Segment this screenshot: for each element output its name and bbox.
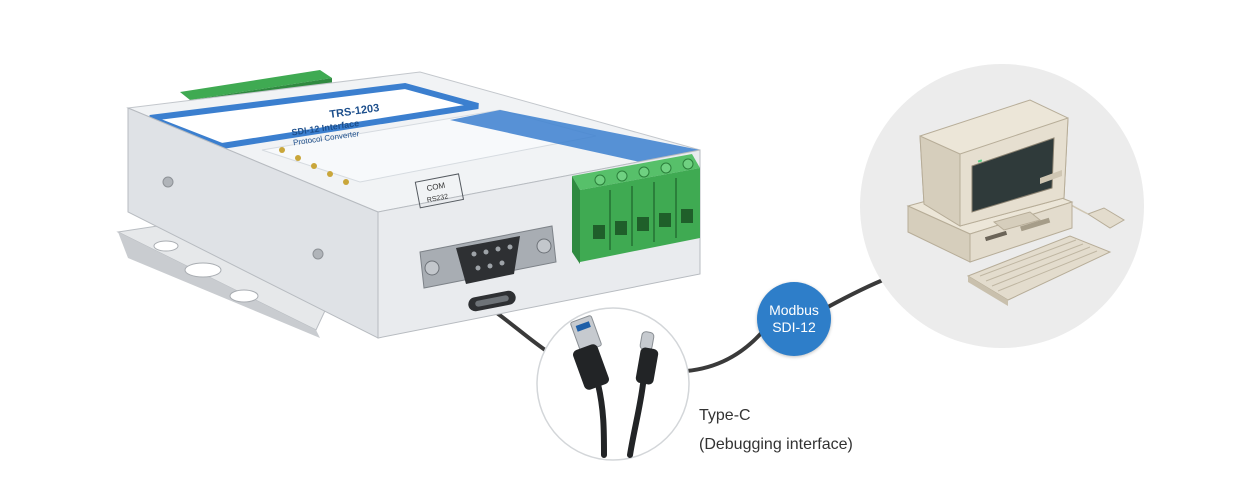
keyboard — [966, 235, 1112, 306]
mounting-bracket — [116, 217, 331, 338]
cable-caption-line2: (Debugging interface) — [699, 436, 853, 453]
svg-text:RS232: RS232 — [426, 193, 448, 204]
svg-text:COM: COM — [426, 181, 446, 193]
usb-c-plug — [627, 331, 659, 458]
protocol-badge-line1: Modbus — [769, 302, 819, 318]
status-leds — [279, 147, 349, 185]
usb-a-plug — [570, 315, 609, 458]
crt-monitor — [919, 99, 1069, 231]
terminal-block — [572, 154, 700, 264]
cable-caption: Type-C (Debugging interface) — [699, 401, 853, 459]
cable-inset-to-badge — [684, 328, 766, 373]
usb-c-port — [468, 290, 516, 312]
protocol-badge-line2: SDI-12 — [772, 319, 816, 335]
db9-serial-port — [419, 225, 557, 289]
protocol-badge: Modbus SDI-12 — [757, 282, 831, 356]
com-port-label: COM RS232 — [414, 173, 465, 209]
cable-caption-line1: Type-C — [699, 407, 751, 424]
